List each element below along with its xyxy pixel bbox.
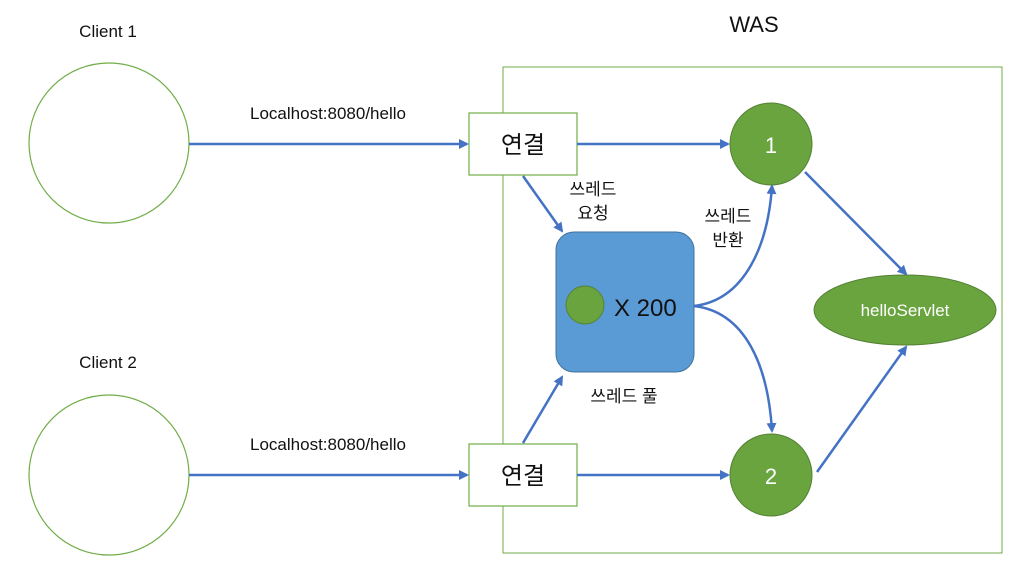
thread-return-label-line-2: 반환 (712, 231, 743, 250)
arrow-thread-request (521, 175, 564, 233)
client-2-circle (28, 394, 190, 556)
connection-label-2: 연결 (501, 463, 545, 490)
thread-2-label: 2 (765, 464, 777, 489)
thread-return-label-line-1: 쓰레드 (705, 207, 752, 226)
thread-1-label: 1 (765, 133, 777, 158)
arrow-thread2-to-servlet (815, 345, 908, 473)
arrow-connection2-to-pool (521, 375, 564, 444)
arrow-thread1-to-servlet (804, 171, 908, 276)
thread-pool-label: 쓰레드 풀 (590, 387, 657, 406)
hello-servlet-label: helloServlet (861, 301, 950, 320)
client-2-label: Client 2 (79, 353, 137, 372)
thread-icon (565, 285, 605, 325)
thread-request-label-line-1: 쓰레드 (570, 180, 617, 199)
client-1-label: Client 1 (79, 22, 137, 41)
thread-2-circle (729, 433, 813, 517)
connection-label-1: 연결 (501, 132, 545, 159)
arrow-thread-return-2 (693, 304, 777, 433)
connection-box-1 (468, 112, 578, 176)
connection-box-2 (468, 443, 578, 507)
client-2-url: Localhost:8080/hello (250, 435, 406, 454)
was-container (502, 66, 1003, 554)
arrow-thread-return-1 (693, 184, 777, 308)
thread-request-label-line-2: 요청 (577, 204, 608, 223)
client-1-url: Localhost:8080/hello (250, 104, 406, 123)
client-1-circle (28, 62, 190, 224)
thread-pool-box (555, 231, 695, 373)
thread-pool-count: X 200 (614, 295, 677, 322)
was-title: WAS (729, 12, 778, 37)
